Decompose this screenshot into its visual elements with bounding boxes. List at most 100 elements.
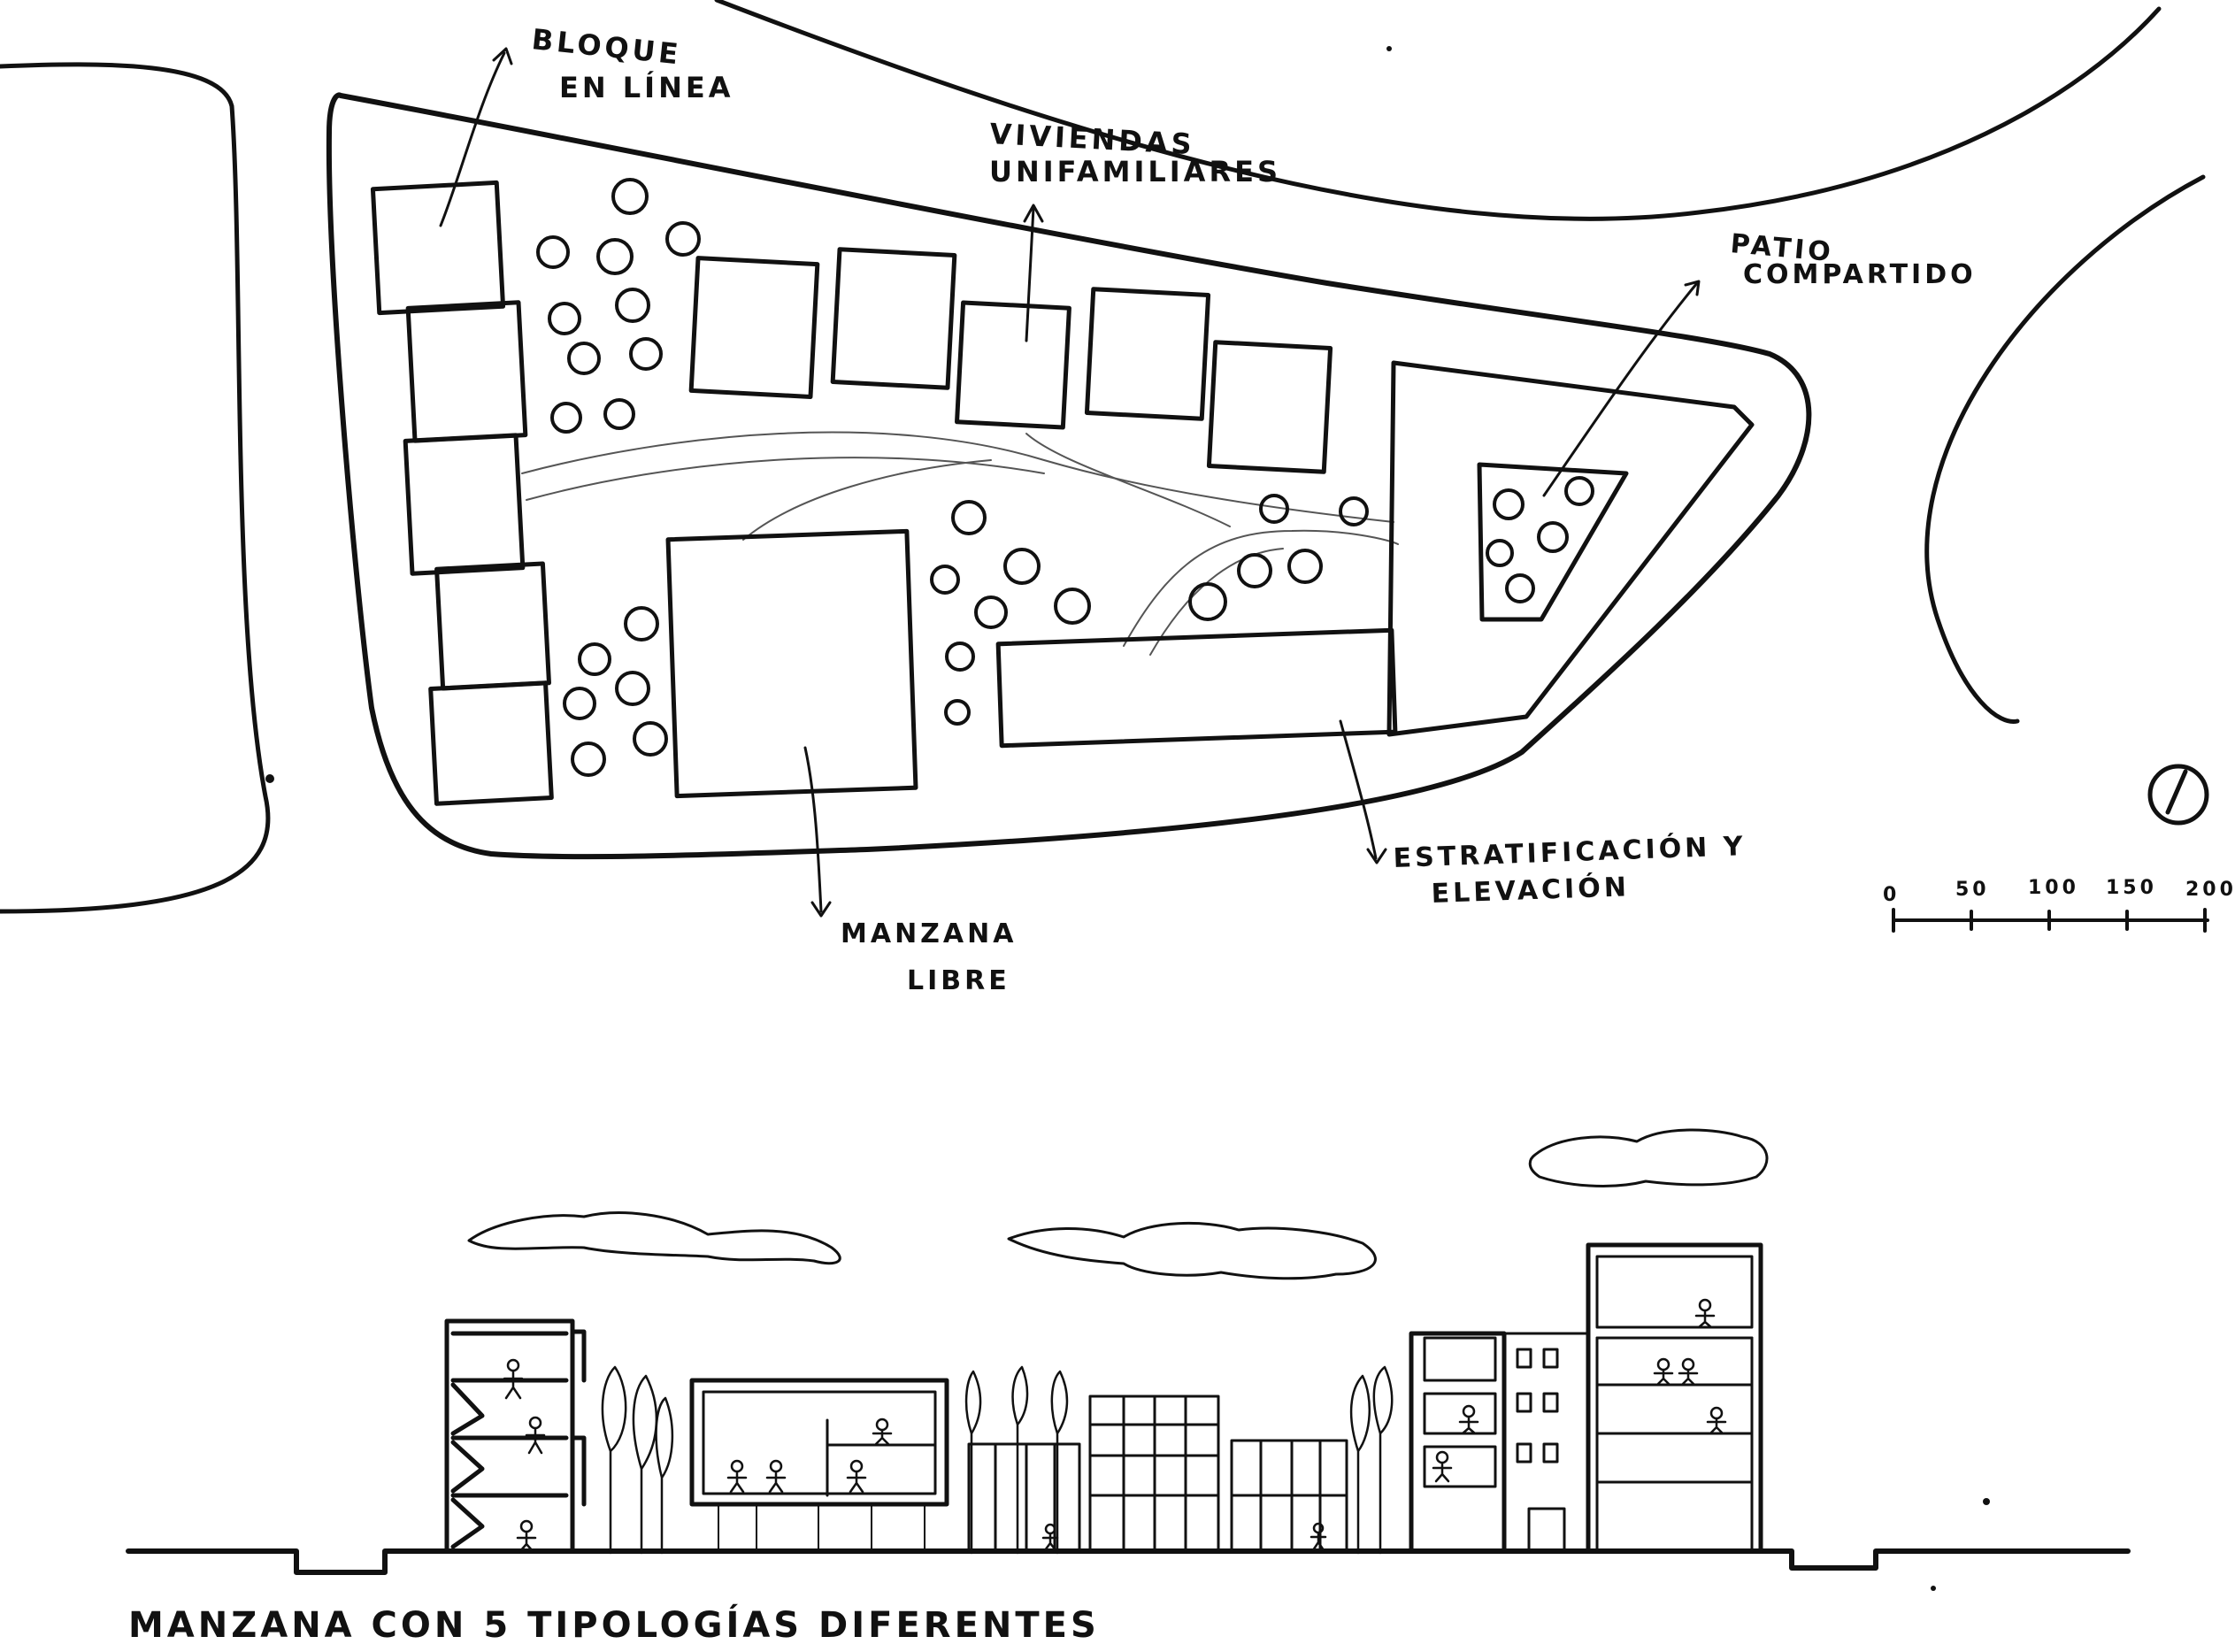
site-plan: 0 50 100 150 200 BLOQUE EN LÍNEA VIVIEND… [0, 0, 2235, 996]
label-bloque-line2: EN LÍNEA [559, 71, 733, 104]
tree-icon [563, 687, 596, 720]
vivienda-unit [1084, 287, 1211, 421]
label-patio-line2: COMPARTIDO [1743, 259, 1977, 290]
person-icon [872, 1418, 893, 1446]
internal-path-3 [1025, 433, 1231, 527]
cloud-icon [1007, 1221, 1377, 1280]
vivienda-unit [830, 247, 957, 390]
tree-icon [1287, 549, 1323, 584]
label-estrat-line1: ESTRATIFICACIÓN Y [1393, 829, 1747, 874]
person-icon [765, 1459, 787, 1494]
label-manzana-line2: LIBRE [907, 965, 1010, 996]
internal-path-1 [521, 431, 1394, 523]
tree-icon [1493, 488, 1525, 520]
bloque-unit [403, 433, 526, 576]
building-mid-grid [1088, 1395, 1220, 1553]
person-icon [1694, 1298, 1716, 1329]
arrowhead-icon [1023, 204, 1044, 223]
tree-icon [624, 606, 659, 642]
tree-icon [944, 699, 971, 726]
tree-icon [1486, 539, 1514, 567]
arrowhead-icon [1684, 280, 1701, 296]
tree-icon [1054, 588, 1091, 625]
arrow-patio [1542, 281, 1699, 497]
tree-icon [655, 1396, 674, 1555]
bloque-unit [434, 561, 551, 691]
tree-icon [974, 595, 1008, 629]
person-icon [1041, 1523, 1059, 1552]
tree-icon [578, 642, 611, 676]
person-icon [503, 1358, 524, 1400]
tree-icon [930, 565, 960, 595]
person-icon [1706, 1406, 1727, 1435]
stray-marks [265, 46, 1990, 1591]
left-block-outline [0, 62, 271, 914]
person-icon [1310, 1522, 1327, 1552]
arrowhead-icon [810, 901, 832, 918]
tree-icon [1349, 1374, 1371, 1555]
site-outline [326, 92, 1812, 860]
tree-icon [629, 337, 663, 371]
scale-tick-label: 100 [2028, 877, 2079, 899]
tree-icon [1259, 494, 1289, 524]
label-bloque-line1: BLOQUE [530, 22, 683, 72]
person-icon [726, 1459, 748, 1494]
tree-icon [603, 398, 635, 430]
tree-icon [964, 1370, 982, 1555]
viviendas-unifamiliares [688, 247, 1333, 474]
tree-icon [571, 741, 606, 777]
tree-icon [945, 642, 975, 672]
clouds [467, 1128, 1769, 1280]
annotation-arrows [439, 47, 1701, 918]
road-curve-right [1924, 174, 2206, 725]
people [503, 1298, 1727, 1553]
tree-icon [1188, 582, 1227, 621]
building-raised-box [689, 1378, 949, 1554]
bloque-unit [370, 180, 506, 316]
person-icon [846, 1459, 867, 1494]
estratificacion-block [1386, 360, 1755, 737]
internal-path-2 [526, 457, 1045, 501]
vivienda-unit [955, 300, 1071, 430]
tree-icon [536, 235, 570, 269]
tree-icon [601, 1365, 627, 1555]
tree-icon [632, 1374, 658, 1555]
bloque-en-linea [370, 180, 554, 806]
plan-labels: BLOQUE EN LÍNEA VIVIENDAS UNIFAMILIARES … [530, 22, 1977, 996]
scale-ticks: 0 50 100 150 200 [1883, 877, 2235, 906]
scale-tick-label: 200 [2185, 879, 2235, 901]
tree-icon [1050, 1370, 1069, 1555]
label-manzana-line1: MANZANA [841, 918, 1017, 949]
label-estrat-line2: ELEVACIÓN [1431, 870, 1630, 910]
scale-bar [1892, 908, 2209, 933]
building-low-block [1230, 1439, 1348, 1553]
tree-icon [1505, 573, 1535, 603]
tree-icon [1564, 476, 1594, 506]
internal-path-5 [1123, 529, 1399, 647]
scale-tick-label: 50 [1955, 879, 1990, 901]
arrow-manzana [803, 746, 823, 913]
tree-icon [951, 500, 987, 535]
tree-icon [548, 302, 581, 335]
label-viviendas-line2: UNIFAMILIARES [989, 155, 1281, 188]
tree-icon [1003, 548, 1041, 585]
person-icon [1432, 1450, 1453, 1483]
bloque-unit [428, 680, 554, 806]
tree-icon [633, 721, 668, 757]
plan-trees [536, 178, 1594, 777]
arrowhead-icon [492, 47, 513, 65]
arrow-viviendas [1025, 206, 1035, 342]
manzana-libre-block [665, 528, 918, 799]
tree-icon [611, 178, 649, 215]
cloud-icon [467, 1211, 841, 1265]
person-icon [1653, 1357, 1674, 1387]
tree-icon [1011, 1365, 1029, 1555]
tree-icon [550, 402, 582, 434]
internal-path-6 [1149, 548, 1284, 656]
section-elevation: MANZANA CON 5 TIPOLOGÍAS DIFERENTES [126, 1128, 2131, 1646]
building-low-grid [967, 1442, 1081, 1553]
person-icon [1458, 1404, 1479, 1435]
road-curve-top [714, 0, 2162, 221]
tree-icon [567, 342, 601, 375]
